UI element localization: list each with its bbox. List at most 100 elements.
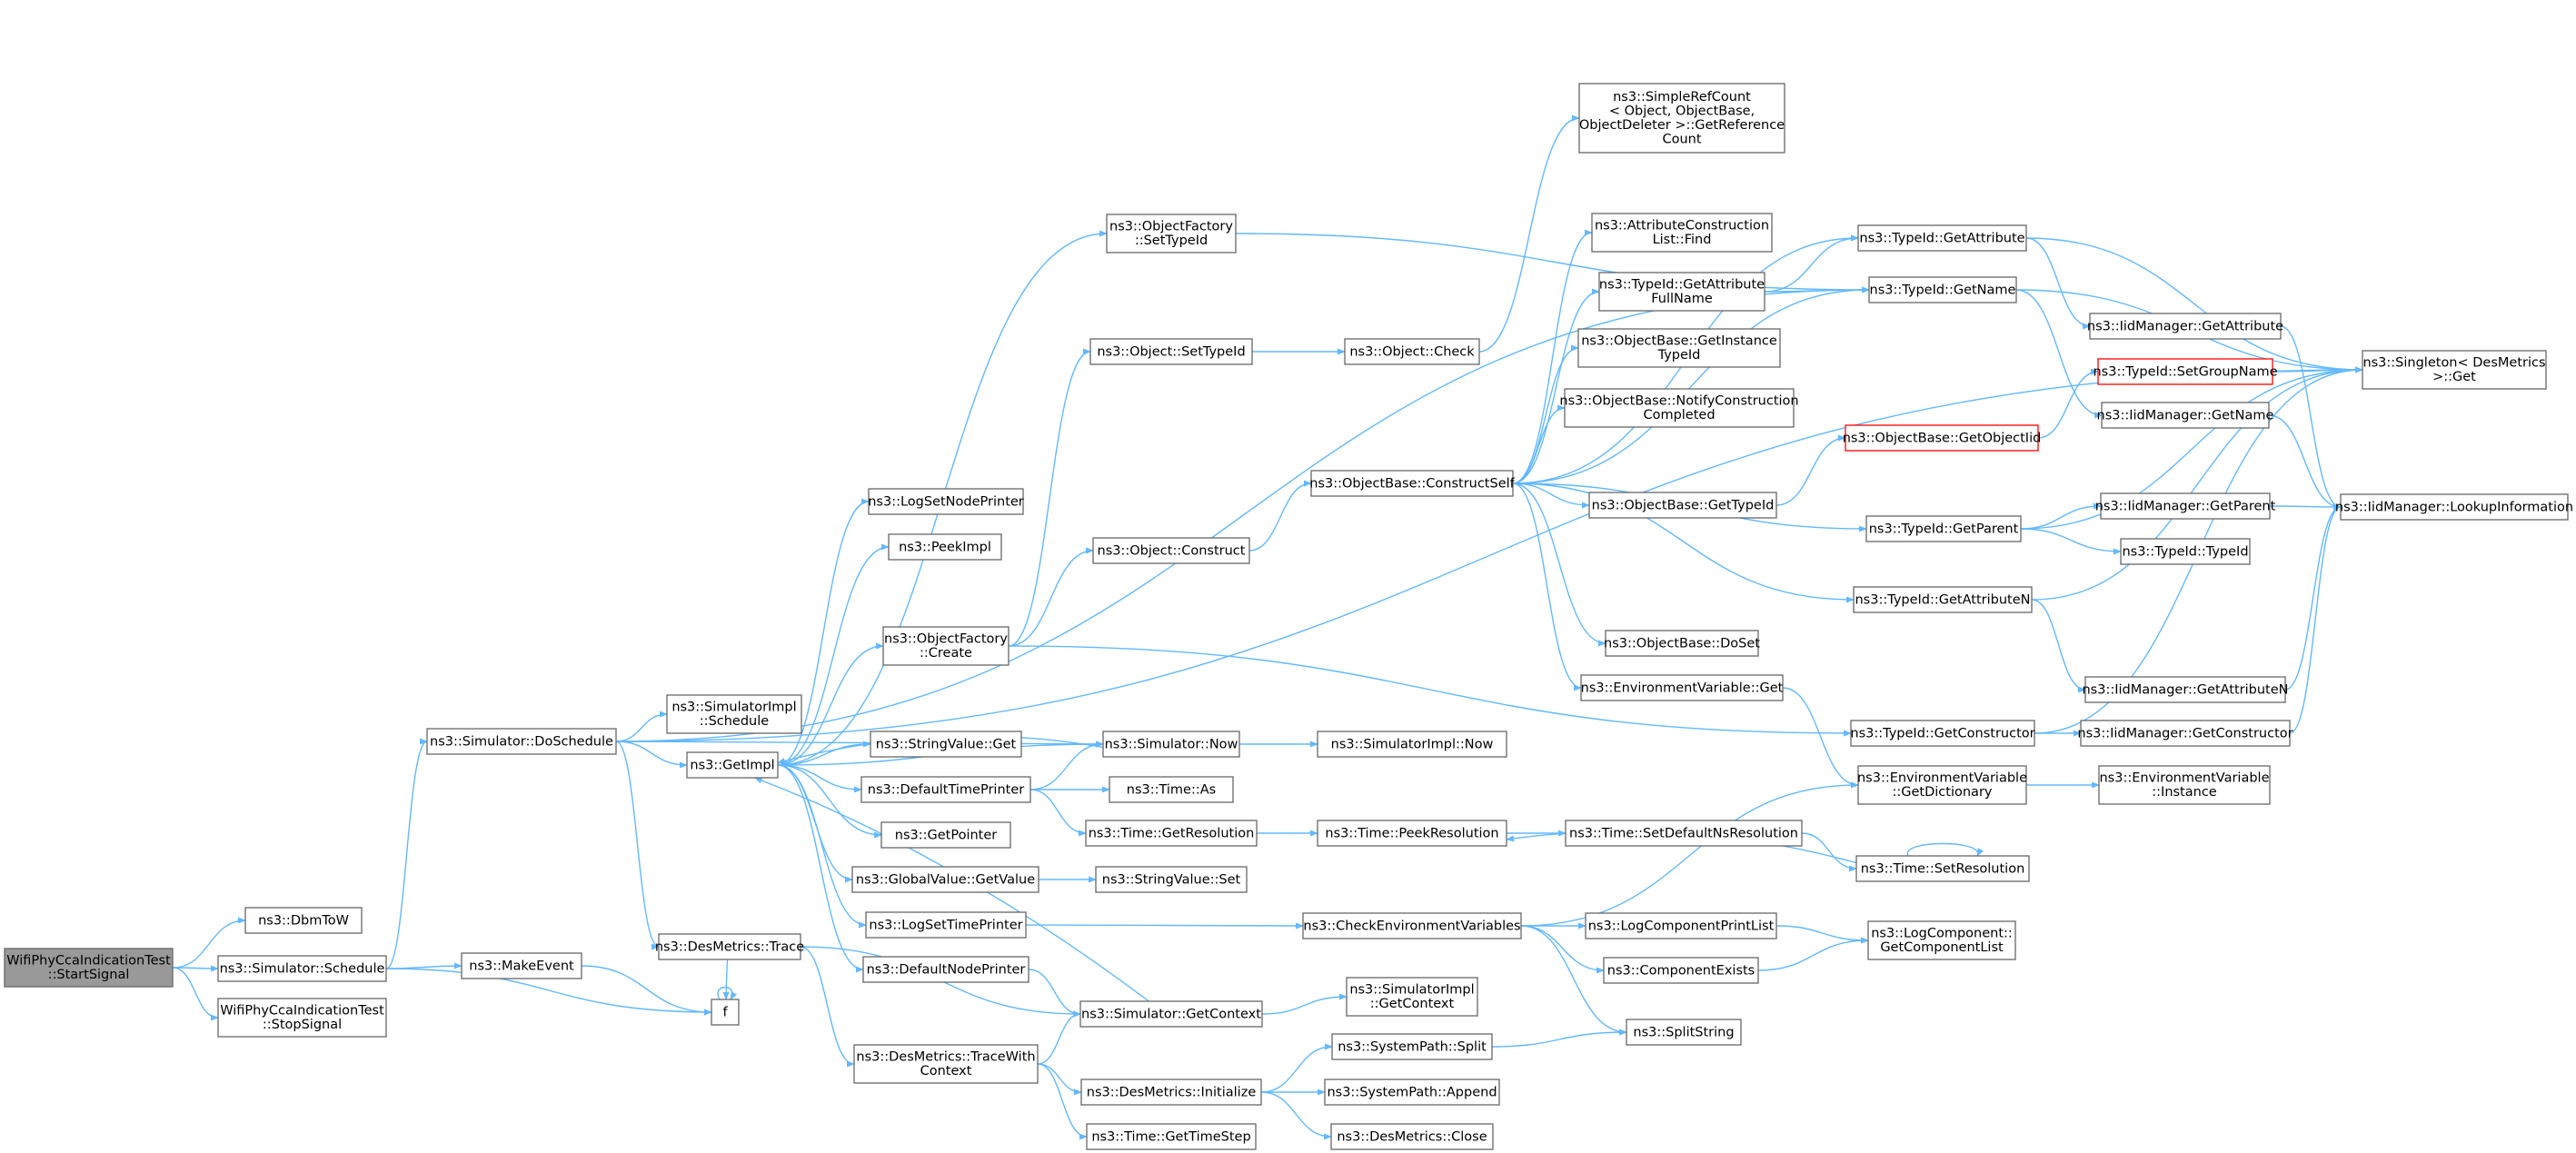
node-stringvalue-get[interactable]: ns3::StringValue::Get <box>870 731 1022 758</box>
node-box <box>2101 402 2270 429</box>
node-envvar-get[interactable]: ns3::EnvironmentVariable::Get <box>1580 674 1784 701</box>
node-typeid-getattribute[interactable]: ns3::TypeId::GetAttribute <box>1857 224 2027 252</box>
node-typeid-setgroupname[interactable]: ns3::TypeId::SetGroupName <box>2093 358 2278 385</box>
node-objbase-gettypeid[interactable]: ns3::ObjectBase::GetTypeId <box>1588 492 1777 519</box>
node-envvar-getdictionary[interactable]: ns3::EnvironmentVariable::GetDictionary <box>1857 765 2027 805</box>
node-iidmanager-getattribute[interactable]: ns3::IidManager::GetAttribute <box>2087 313 2283 340</box>
node-schedule[interactable]: ns3::Simulator::Schedule <box>217 955 387 982</box>
edge-start-to-dbmtow <box>172 917 246 969</box>
node-box <box>1317 731 1507 758</box>
edge-objbase_constructself-to-typeid_getattributen <box>1512 482 1855 603</box>
edge-getimpl-to-logsetnodeprinter <box>777 498 870 766</box>
node-simplerefcount[interactable]: ns3::SimpleRefCount< Object, ObjectBase,… <box>1578 83 1785 154</box>
node-objbase-doset[interactable]: ns3::ObjectBase::DoSet <box>1604 630 1760 657</box>
node-getimpl[interactable]: ns3::GetImpl <box>686 751 779 779</box>
node-iidmanager-getattributen[interactable]: ns3::IidManager::GetAttributeN <box>2082 676 2289 703</box>
node-desmetrics-trace[interactable]: ns3::DesMetrics::Trace <box>655 933 804 960</box>
node-iidmanager-getname[interactable]: ns3::IidManager::GetName <box>2097 402 2274 429</box>
node-splitstring[interactable]: ns3::SplitString <box>1626 1019 1742 1046</box>
edge-sim_getcontext-to-simimpl_getcontext <box>1261 993 1348 1015</box>
node-objfactory-settypeid[interactable]: ns3::ObjectFactory::SetTypeId <box>1106 214 1237 253</box>
node-desmetrics-initialize[interactable]: ns3::DesMetrics::Initialize <box>1080 1078 1262 1106</box>
node-label: ns3::TypeId::GetAttributeN <box>1855 592 2030 607</box>
node-sim-getcontext[interactable]: ns3::Simulator::GetContext <box>1079 1000 1263 1028</box>
node-label: ns3::Simulator::DoSchedule <box>430 734 613 749</box>
node-objbase-constructself[interactable]: ns3::ObjectBase::ConstructSelf <box>1309 470 1516 497</box>
node-objbase-getobjectiid[interactable]: ns3::ObjectBase::GetObjectIid <box>1843 424 2042 452</box>
node-iidmanager-lookupinformation[interactable]: ns3::IidManager::LookupInformation <box>2335 493 2573 521</box>
edge-typeid_getattributen-to-singleton_get <box>2031 366 2363 601</box>
node-box <box>658 933 801 960</box>
node-logcomponent-getcomponentlist[interactable]: ns3::LogComponent::GetComponentList <box>1867 920 2016 960</box>
node-label: ns3::SimpleRefCount <box>1613 90 1751 104</box>
node-defaultnodeprinter[interactable]: ns3::DefaultNodePrinter <box>862 956 1029 983</box>
node-defaulttimeprinter[interactable]: ns3::DefaultTimePrinter <box>860 776 1031 803</box>
node-typeid-getparent[interactable]: ns3::TypeId::GetParent <box>1865 515 2022 542</box>
node-time-peekresolution[interactable]: ns3::Time::PeekResolution <box>1317 820 1507 847</box>
node-time-as[interactable]: ns3::Time::As <box>1109 776 1234 803</box>
node-box <box>1585 912 1777 939</box>
node-box <box>888 533 1002 561</box>
node-object-check[interactable]: ns3::Object::Check <box>1344 338 1480 365</box>
node-systempath-split[interactable]: ns3::SystemPath::Split <box>1331 1033 1493 1060</box>
edge-iidmanager_getparent-to-iidmanager_lookupinformation <box>2269 503 2342 511</box>
node-box <box>1577 328 1781 368</box>
node-typeid-getattributen[interactable]: ns3::TypeId::GetAttributeN <box>1853 586 2033 613</box>
node-start[interactable]: WifiPhyCcaIndicationTest::StartSignal <box>4 948 174 988</box>
node-label: ns3::LogSetNodePrinter <box>868 494 1024 509</box>
node-f[interactable]: f <box>711 999 740 1026</box>
node-logsetnodeprinter[interactable]: ns3::LogSetNodePrinter <box>868 488 1024 515</box>
node-simimpl-schedule[interactable]: ns3::SimulatorImpl::Schedule <box>666 694 802 734</box>
edge-desmetrics_trace-to-tracewithcontext <box>800 946 855 1068</box>
node-label: ns3::IidManager::GetAttribute <box>2087 319 2283 333</box>
node-sim-now[interactable]: ns3::Simulator::Now <box>1102 731 1240 758</box>
node-desmetrics-close[interactable]: ns3::DesMetrics::Close <box>1330 1123 1494 1150</box>
node-dbmtow[interactable]: ns3::DbmToW <box>244 907 363 934</box>
node-stringvalue-set[interactable]: ns3::StringValue::Set <box>1095 866 1248 893</box>
node-logsettimeprinter[interactable]: ns3::LogSetTimePrinter <box>865 911 1027 939</box>
node-time-setresolution[interactable]: ns3::Time::SetResolution <box>1855 855 2030 882</box>
node-box <box>1086 1123 1257 1150</box>
node-logcomponentprintlist[interactable]: ns3::LogComponentPrintList <box>1585 912 1777 939</box>
node-box <box>2120 538 2251 565</box>
node-systempath-append[interactable]: ns3::SystemPath::Append <box>1324 1078 1500 1106</box>
node-box <box>882 626 1010 666</box>
node-object-construct[interactable]: ns3::Object::Construct <box>1092 537 1250 564</box>
node-typeid-getconstructor[interactable]: ns3::TypeId::GetConstructor <box>1850 720 2035 747</box>
node-getpointer[interactable]: ns3::GetPointer <box>880 821 1011 849</box>
node-objbase-notifyconstruction[interactable]: ns3::ObjectBase::NotifyConstructionCompl… <box>1559 388 1799 428</box>
node-stopsignal[interactable]: WifiPhyCcaIndicationTest::StopSignal <box>217 998 387 1038</box>
node-typeid-getname[interactable]: ns3::TypeId::GetName <box>1868 276 2017 303</box>
node-globalvalue-getvalue[interactable]: ns3::GlobalValue::GetValue <box>851 866 1039 893</box>
node-label: List::Find <box>1653 233 1712 247</box>
node-envvar-instance[interactable]: ns3::EnvironmentVariable::Instance <box>2098 765 2271 805</box>
node-componentexists[interactable]: ns3::ComponentExists <box>1603 957 1759 984</box>
node-label: ns3::SimulatorImpl::Now <box>1331 737 1494 751</box>
node-typeid-typeid[interactable]: ns3::TypeId::TypeId <box>2120 538 2251 565</box>
node-iidmanager-getparent[interactable]: ns3::IidManager::GetParent <box>2095 492 2276 520</box>
node-label: ns3::StringValue::Set <box>1102 872 1241 887</box>
node-doschedule[interactable]: ns3::Simulator::DoSchedule <box>426 728 617 755</box>
node-label: ns3::SimulatorImpl <box>1349 983 1474 998</box>
node-peekimpl[interactable]: ns3::PeekImpl <box>888 533 1002 561</box>
node-label: ns3::Time::As <box>1127 782 1216 797</box>
node-time-getresolution[interactable]: ns3::Time::GetResolution <box>1085 820 1258 847</box>
node-time-setdefaultnsresolution[interactable]: ns3::Time::SetDefaultNsResolution <box>1565 820 1803 847</box>
node-iidmanager-getconstructor[interactable]: ns3::IidManager::GetConstructor <box>2077 720 2293 747</box>
node-label: ns3::ObjectBase::ConstructSelf <box>1309 476 1515 491</box>
node-time-gettimestep[interactable]: ns3::Time::GetTimeStep <box>1086 1123 1257 1150</box>
node-makeevent[interactable]: ns3::MakeEvent <box>461 952 582 979</box>
node-box <box>426 728 617 755</box>
node-singleton-get[interactable]: ns3::Singleton< DesMetrics >::Get <box>2362 350 2547 390</box>
node-simimpl-now[interactable]: ns3::SimulatorImpl::Now <box>1317 731 1507 758</box>
edge-objfactory_create-to-typeid_getconstructor <box>1008 645 1852 737</box>
edge-componentexists-to-logcomponent_getcomponentlist <box>1757 937 1869 971</box>
node-objfactory-create[interactable]: ns3::ObjectFactory::Create <box>882 626 1010 666</box>
node-simimpl-getcontext[interactable]: ns3::SimulatorImpl::GetContext <box>1346 977 1478 1017</box>
node-checkenvvars[interactable]: ns3::CheckEnvironmentVariables <box>1302 912 1522 939</box>
node-object-settypeid[interactable]: ns3::Object::SetTypeId <box>1089 338 1253 365</box>
